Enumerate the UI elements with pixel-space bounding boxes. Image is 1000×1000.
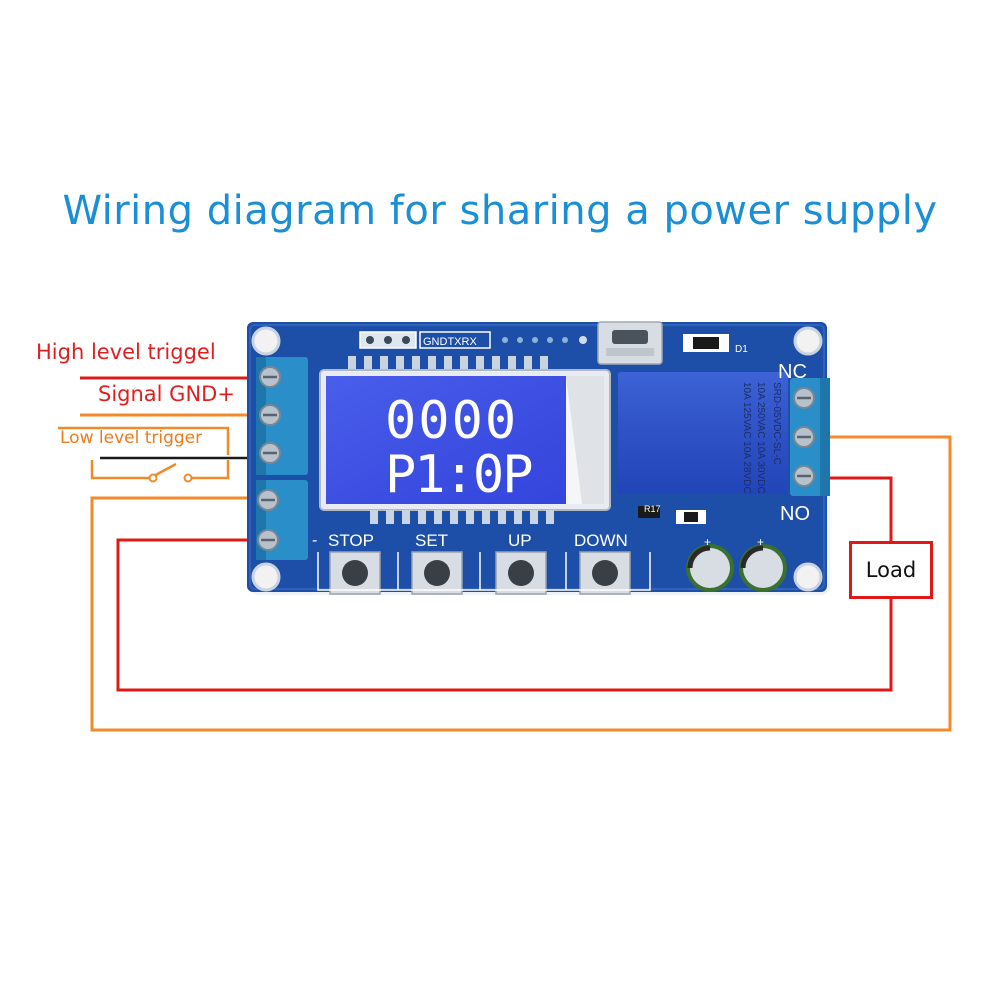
- lcd-line1: 0000: [385, 391, 518, 451]
- signal-gnd-label: Signal GND+: [98, 382, 235, 406]
- minus-label: -: [312, 532, 317, 549]
- wires: [58, 376, 952, 732]
- low-level-trigger-label: Low level trigger: [60, 428, 203, 448]
- silkscreen-lines: [317, 552, 651, 591]
- capacitor-1: +: [686, 535, 734, 592]
- pads-top: [502, 336, 587, 344]
- high-level-trigger-label: High level triggel: [36, 340, 216, 364]
- red-no-to-load: [828, 476, 893, 541]
- lcd-display: 0000 P1:0P: [319, 369, 611, 511]
- power-terminal-block: [256, 480, 308, 560]
- relay: SRD-05VDC-SL-C 10A 250VAC 10A 30VDC 10A …: [618, 372, 788, 494]
- header-pins: GNDTXRX: [359, 331, 491, 349]
- relay-rating-2: 10A 125VAC 10A 28VDC: [741, 382, 752, 494]
- nc-label: NC: [778, 361, 807, 383]
- lcd-line2: P1:0P: [385, 445, 532, 505]
- lcd-pins-bottom: [370, 510, 554, 524]
- button-stop[interactable]: STOP: [328, 531, 381, 595]
- svg-text:SET: SET: [415, 531, 448, 550]
- svg-text:D1: D1: [735, 344, 748, 355]
- svg-text:UP: UP: [508, 531, 532, 550]
- red-power-loop: [116, 538, 893, 692]
- lcd-pins-top: [348, 356, 548, 370]
- resistor-r17: R17: [638, 504, 706, 524]
- svg-text:DOWN: DOWN: [574, 531, 628, 550]
- diode-d1: D1: [683, 334, 748, 355]
- svg-text:R17: R17: [644, 504, 661, 514]
- mounting-holes: [251, 326, 823, 592]
- svg-text:+: +: [704, 535, 711, 549]
- header-label: GNDTXRX: [423, 336, 477, 348]
- capacitor-2: +: [739, 535, 787, 592]
- relay-rating-1: 10A 250VAC 10A 30VDC: [755, 382, 766, 494]
- low-trigger-bracket: [58, 426, 230, 455]
- no-label: NO: [780, 503, 810, 525]
- relay-terminal-block: [790, 378, 830, 496]
- button-down[interactable]: DOWN: [574, 531, 631, 595]
- page-title: Wiring diagram for sharing a power suppl…: [62, 188, 938, 234]
- relay-model: SRD-05VDC-SL-C: [771, 382, 782, 465]
- orange-power-loop: [90, 435, 952, 732]
- signal-terminal-block: [256, 357, 308, 475]
- svg-text:+: +: [757, 535, 764, 549]
- load-box: Load: [849, 541, 933, 599]
- svg-text:STOP: STOP: [328, 531, 374, 550]
- button-set[interactable]: SET: [411, 531, 463, 595]
- switch-symbol: [90, 460, 230, 483]
- usb-port: [597, 321, 663, 365]
- button-up[interactable]: UP: [495, 531, 547, 595]
- timer-relay-board: - GNDTXRX D1: [247, 321, 830, 595]
